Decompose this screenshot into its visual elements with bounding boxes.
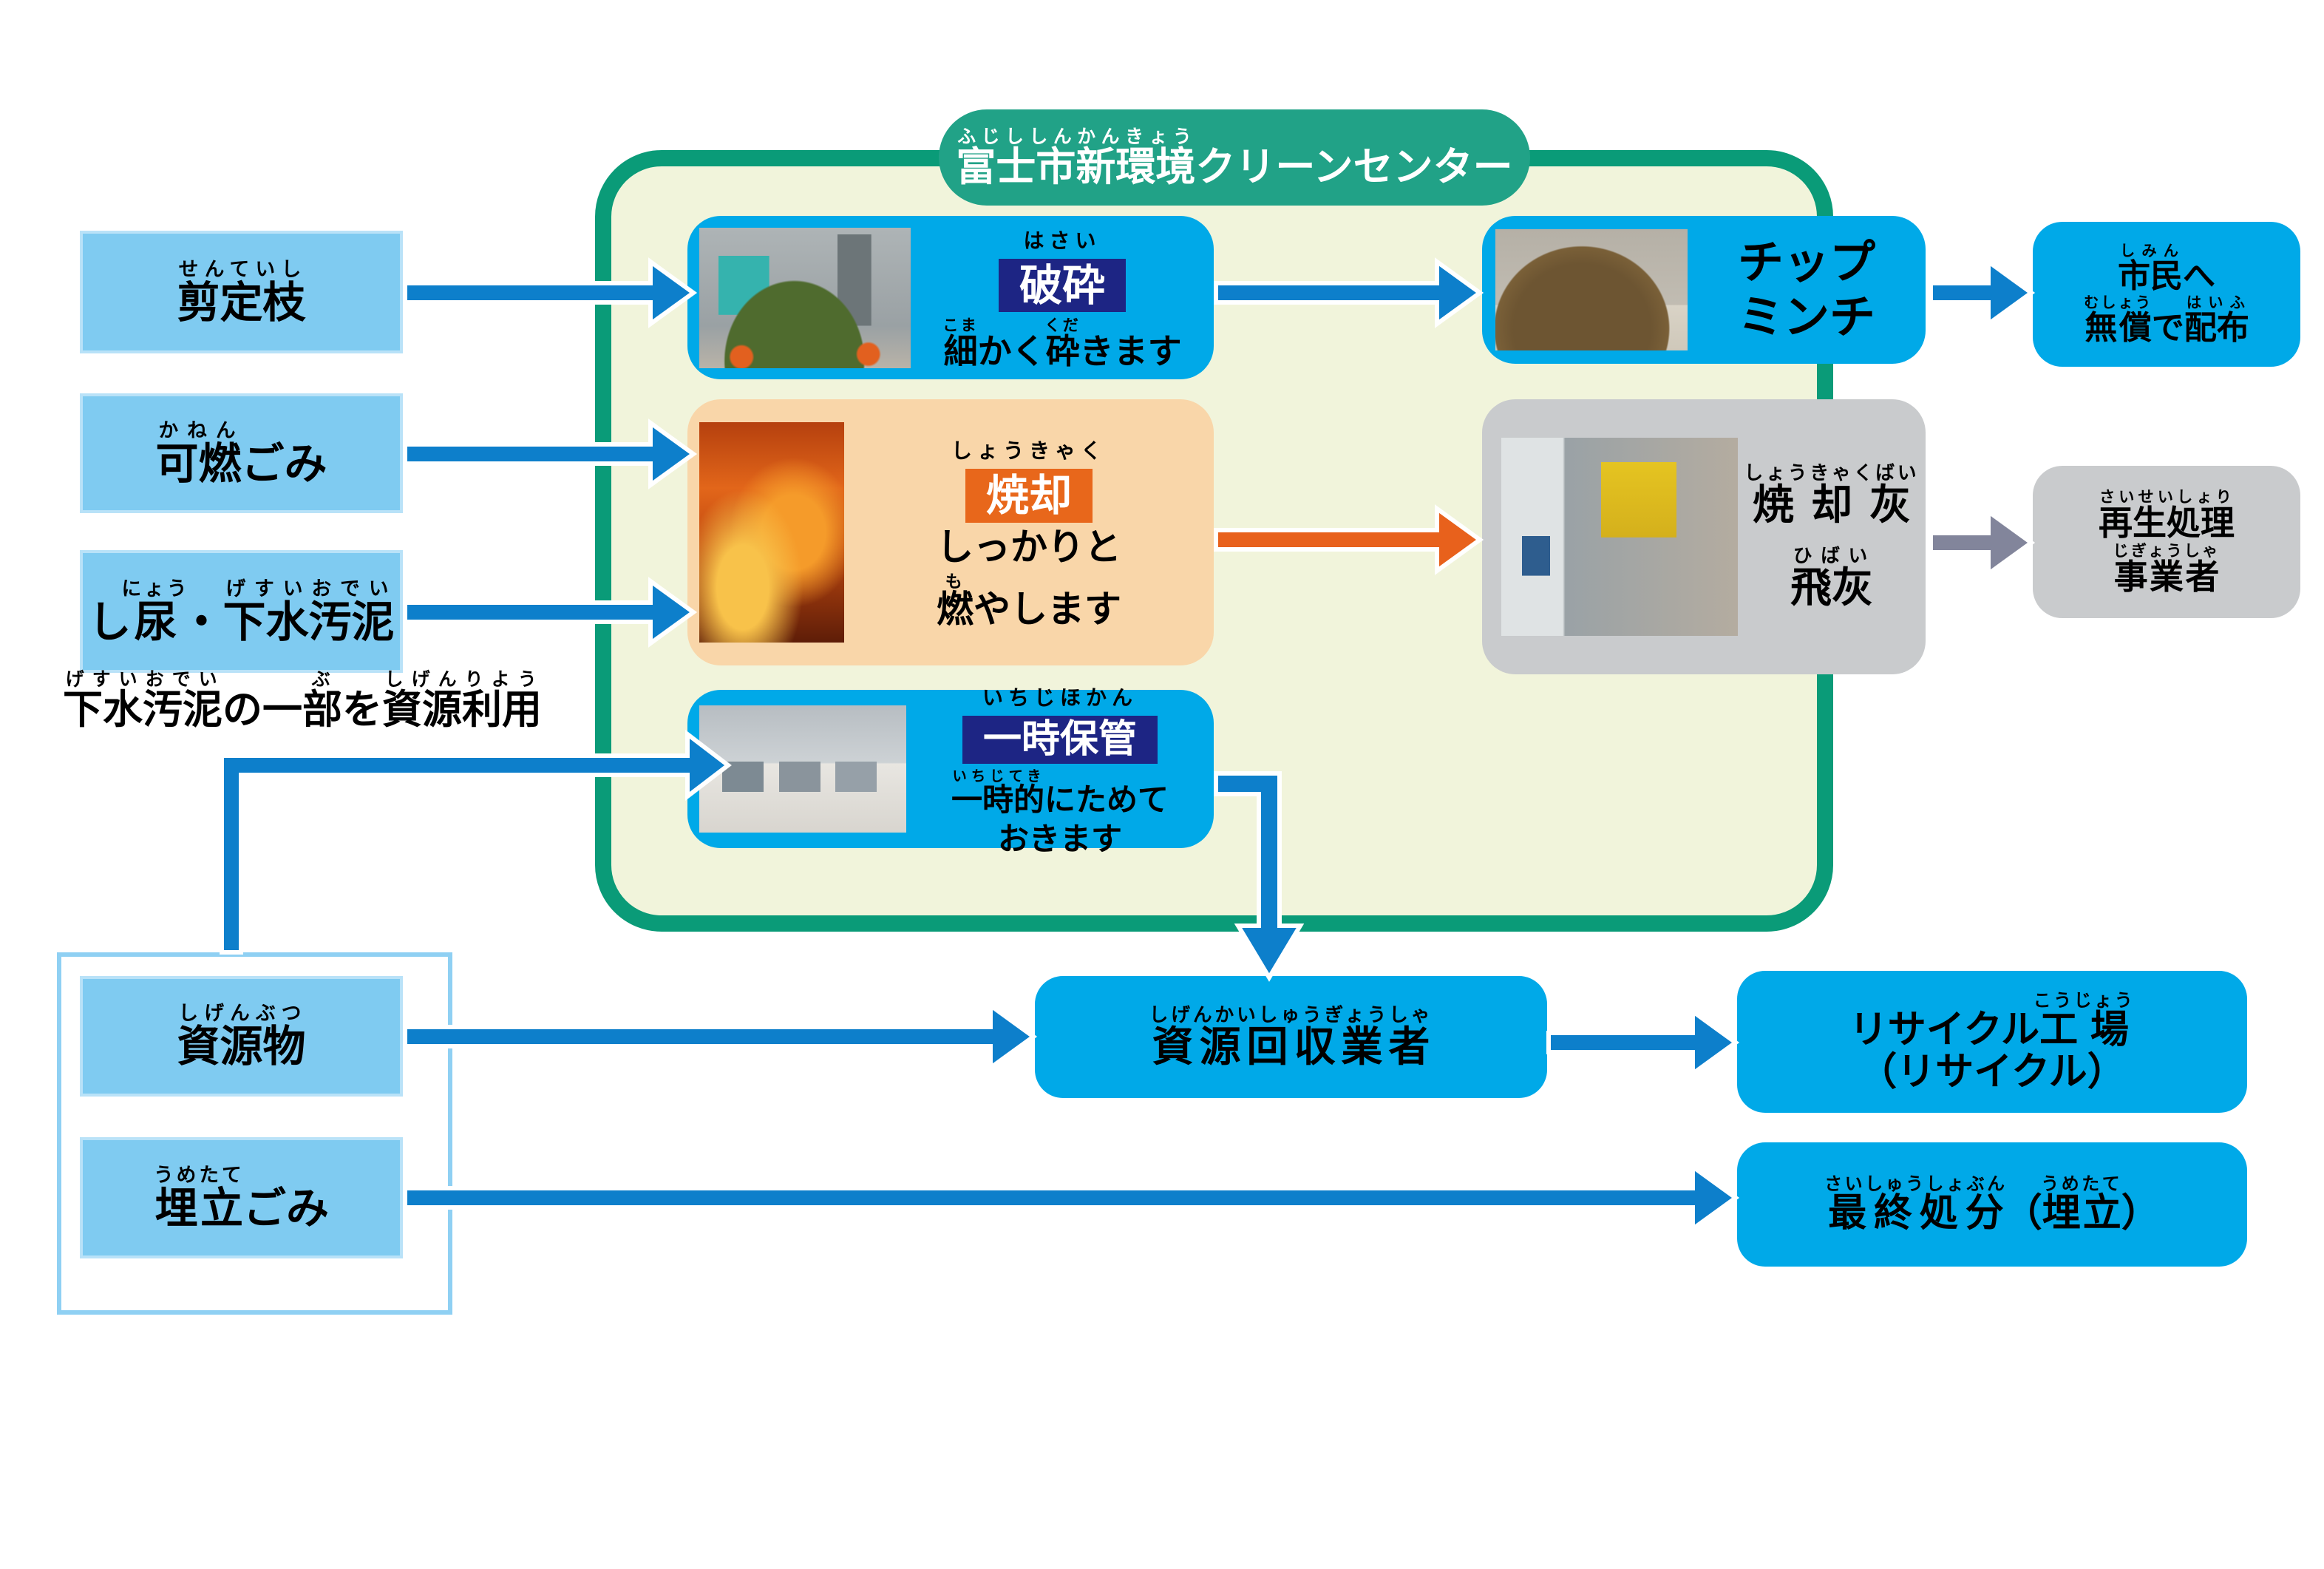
arrow-collector-to-factory [1546,1007,1740,1078]
contractor-line1: 再生処理さいせいしょり [2099,487,2235,543]
ash-line1: 焼却灰しょうきゃくばい [1744,462,1920,530]
arrow-recyclables-to-collector [403,1001,1038,1072]
process-box-shredding: はさい 破砕 細こまかく砕くだきます [687,216,1214,379]
sludge-reuse-note: 下水汚泥げすいおでいの一部ぶを資源利用しげんりよう [63,668,542,733]
incineration-description-2: 燃もやします [937,572,1121,631]
input-box-recyclables: 資源物しげんぶつ [80,976,403,1097]
photo-ash-crane [1501,438,1738,636]
label-landfill-waste: 埋立うめたてごみ [153,1163,330,1233]
citizens-line1: 市民しみんへ [2118,241,2215,295]
output-box-incineration-ash: 焼却灰しょうきゃくばい 飛灰ひばい [1482,399,1926,674]
contractor-line2: 事業者じぎょうしゃ [2113,541,2221,597]
shredding-tag: 破砕 [998,258,1126,313]
chips-line2: ミンチ [1737,290,1875,344]
box-final-disposal: 最終処分さいしゅうしょぶん（埋立うめたて） [1737,1142,2247,1267]
storage-description-1: 一時的いちじてきにためて [951,767,1169,819]
recycle-factory-line1: リサイクル工場こうじょう [1849,989,2136,1052]
ash-line2: 飛灰ひばい [1790,545,1873,612]
process-box-incineration: しょうきゃく 焼却 しっかりと 燃もやします [687,399,1214,665]
input-box-landfill-waste: 埋立うめたてごみ [80,1137,403,1258]
chips-line1: チップ [1737,234,1875,289]
box-recycle-factory: リサイクル工場こうじょう （リサイクル） [1737,971,2247,1113]
label-burnable-waste: 可燃かねんごみ [155,418,327,489]
photo-wood-chips [1495,229,1688,350]
storage-tag: 一時保管 [962,716,1158,765]
label-pruned-branches: 剪定枝せんていし [177,257,306,328]
output-box-wood-chips: チップ ミンチ [1482,216,1926,364]
label-nightsoil-sludge: し尿にょう・下水汚泥げすいおでい [88,577,395,647]
label-recyclables: 資源物しげんぶつ [177,1002,306,1072]
box-resource-collector: 資源回収業者しげんかいしゅうぎょうしゃ [1035,976,1547,1098]
photo-temporary-storage [699,705,906,833]
shredding-furigana: はさい [1023,228,1101,253]
process-box-temporary-storage: いちじほかん 一時保管 一時的いちじてきにためて おきます [687,685,1214,855]
shredding-description: 細こまかく砕くだきます [942,316,1182,372]
arrow-landfill-to-final [403,1162,1740,1233]
input-box-pruned-branches: 剪定枝せんていし [80,231,403,353]
citizens-line2: 無償むしょうで配布はいふ [2084,294,2249,347]
page-title: 富士市新環境ふじししんかんきょうクリーンセンター [956,125,1513,190]
incineration-tag: 焼却 [965,469,1093,523]
storage-description-2: おきます [997,820,1122,857]
output-box-citizens-distribution: 市民しみんへ 無償むしょうで配布はいふ [2033,222,2300,367]
output-box-recycling-contractor: 再生処理さいせいしょり 事業者じぎょうしゃ [2033,466,2300,618]
incineration-description-1: しっかりと [937,525,1121,569]
arrow-chips-to-citizens [1929,257,2036,328]
input-box-burnable-waste: 可燃かねんごみ [80,393,403,513]
label-resource-collector: 資源回収業者しげんかいしゅうぎょうしゃ [1149,1003,1433,1071]
input-box-nightsoil-sludge: し尿にょう・下水汚泥げすいおでい [80,550,403,673]
photo-branch-shredder [699,227,911,368]
incineration-furigana: しょうきゃく [951,438,1107,464]
label-final-disposal: 最終処分さいしゅうしょぶん（埋立うめたて） [1824,1173,2160,1236]
arrow-ash-to-contractor [1929,507,2036,578]
clean-center-title-pill: 富士市新環境ふじししんかんきょうクリーンセンター [939,109,1530,206]
storage-furigana: いちじほかん [982,685,1138,711]
photo-incinerator-fire [699,422,844,643]
recycle-factory-line2: （リサイクル） [1858,1050,2126,1094]
